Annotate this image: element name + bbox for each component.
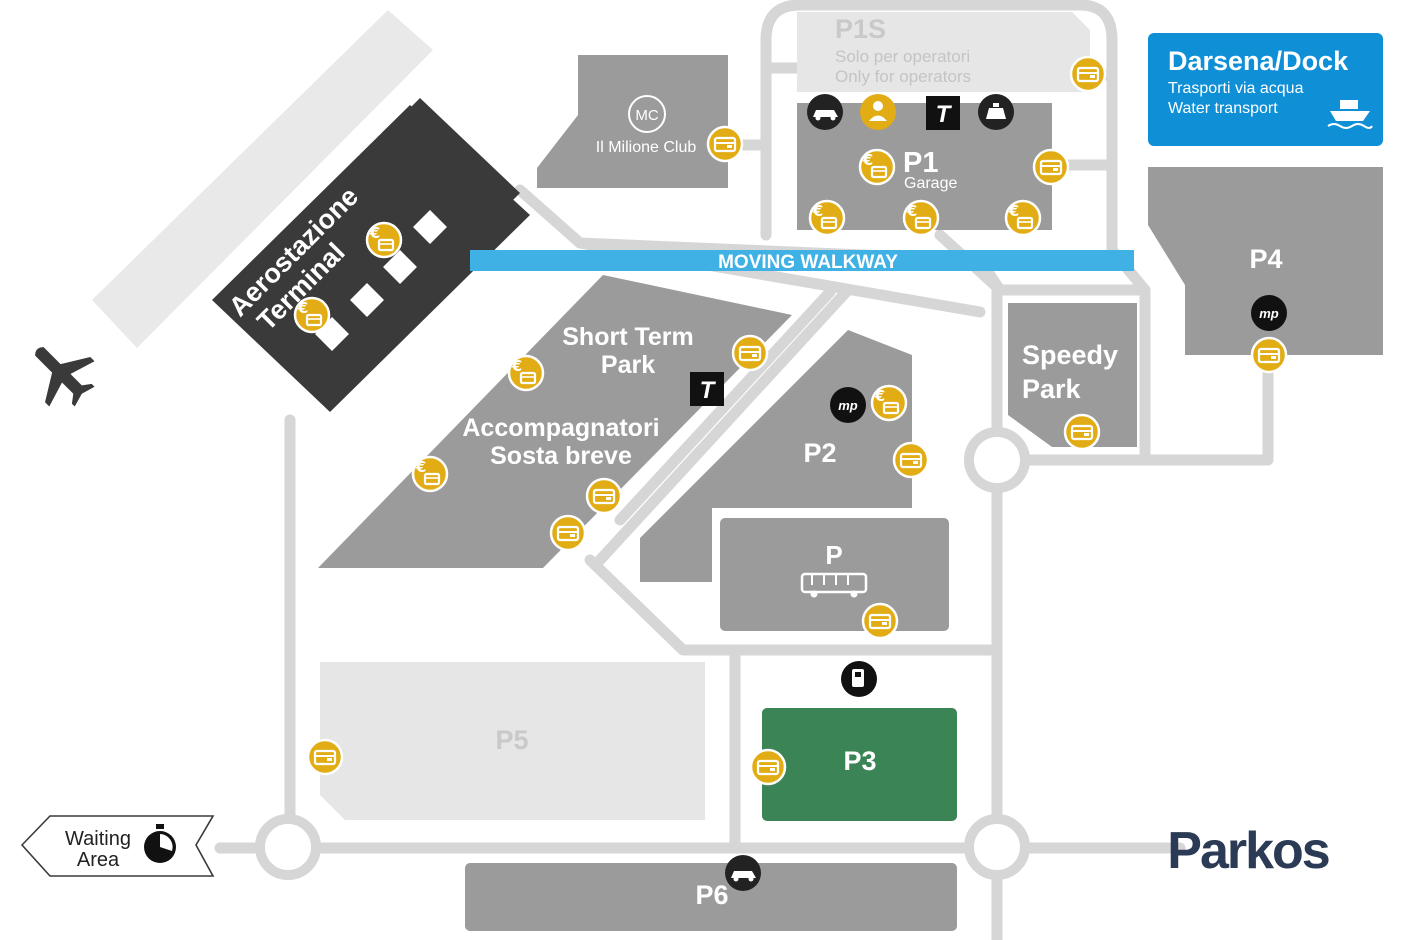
p1-sub: Garage: [904, 175, 957, 192]
taxi-icon: T: [926, 96, 960, 130]
p1s-lot[interactable]: P1S Solo per operatori Only for operator…: [797, 12, 1090, 92]
speedy-park-lot[interactable]: Speedy Park: [1008, 303, 1137, 447]
boat-icon: [1327, 100, 1373, 129]
club-logo: MC: [635, 107, 658, 124]
euro-payment-icon: [808, 199, 846, 237]
darsena-title: Darsena/Dock: [1168, 46, 1349, 76]
euro-payment-icon: [1004, 199, 1042, 237]
brand-logo: Parkos: [1167, 822, 1329, 880]
car-rental-icon: [807, 94, 843, 130]
bus-icon: [800, 572, 868, 598]
payment-card-icon: [1063, 413, 1101, 451]
short-term-line3: Accompagnatori: [462, 414, 659, 442]
short-term-line2: Park: [601, 351, 655, 379]
p-bus-lot[interactable]: P: [720, 518, 949, 631]
moving-walkway: MOVING WALKWAY: [470, 250, 1134, 273]
payment-card-icon: [749, 748, 787, 786]
p1-name: P1: [903, 147, 938, 179]
euro-payment-icon: [507, 354, 545, 392]
payment-card-icon: [861, 602, 899, 640]
p2-name: P2: [803, 438, 836, 468]
svg-text:T: T: [700, 377, 717, 404]
p-bus-name: P: [825, 540, 842, 570]
mypass-icon: mp: [830, 387, 866, 423]
payment-card-icon: [585, 477, 623, 515]
euro-payment-icon: [365, 221, 403, 259]
roundabout: [964, 814, 1030, 880]
p1s-sub-it: Solo per operatori: [835, 47, 970, 66]
short-term-line4: Sosta breve: [490, 442, 632, 470]
p6-name: P6: [695, 880, 728, 910]
darsena-sub-it: Trasporti via acqua: [1168, 80, 1304, 97]
car-rental-icon: [725, 855, 761, 891]
p6-lot[interactable]: P6: [465, 863, 957, 931]
taxi-icon: T: [690, 372, 724, 406]
euro-payment-icon: [870, 384, 908, 422]
p5-lot[interactable]: P5: [320, 662, 705, 820]
payment-card-icon: [1250, 336, 1288, 374]
payment-card-icon: [731, 334, 769, 372]
moving-walkway-label: MOVING WALKWAY: [718, 252, 898, 273]
darsena-dock-panel[interactable]: Darsena/Dock Trasporti via acqua Water t…: [1148, 33, 1383, 146]
darsena-sub-en: Water transport: [1168, 100, 1278, 117]
p1s-name: P1S: [835, 14, 886, 44]
euro-payment-icon: [858, 148, 896, 186]
fuel-icon: [841, 661, 877, 697]
p4-lot[interactable]: P4: [1148, 167, 1383, 355]
waiting-line2: Area: [77, 849, 120, 871]
svg-text:mp: mp: [1259, 306, 1279, 321]
runway: [92, 10, 433, 348]
roundabout: [255, 814, 321, 880]
euro-payment-icon: [293, 296, 331, 334]
p3-lot[interactable]: P3: [762, 708, 957, 821]
p3-name: P3: [843, 746, 876, 776]
person-icon: [860, 94, 896, 130]
svg-text:mp: mp: [838, 398, 858, 413]
svg-text:T: T: [936, 101, 953, 128]
short-term-park-lot[interactable]: Short Term Park Accompagnatori Sosta bre…: [318, 275, 792, 568]
mypass-icon: mp: [1251, 295, 1287, 331]
airplane-icon: [35, 347, 95, 407]
club-building[interactable]: MC Il Milione Club: [537, 55, 728, 188]
waiting-area-sign[interactable]: Waiting Area: [20, 815, 215, 877]
short-term-line1: Short Term: [562, 323, 694, 351]
payment-card-icon: [306, 738, 344, 776]
payment-card-icon: [892, 441, 930, 479]
waiting-line1: Waiting: [65, 828, 131, 850]
payment-card-icon: [706, 125, 744, 163]
payment-card-icon: [1032, 148, 1070, 186]
p1s-sub-en: Only for operators: [835, 67, 971, 86]
payment-card-icon: [1069, 55, 1107, 93]
euro-payment-icon: [411, 455, 449, 493]
roundabout: [964, 427, 1030, 493]
euro-payment-icon: [902, 199, 940, 237]
speedy-line2: Park: [1022, 374, 1082, 404]
p4-name: P4: [1249, 244, 1282, 274]
p5-name: P5: [495, 725, 528, 755]
car-icon: [978, 94, 1014, 130]
timer-icon: [144, 824, 176, 863]
club-name: Il Milione Club: [596, 139, 697, 156]
speedy-line1: Speedy: [1022, 340, 1118, 370]
payment-card-icon: [549, 514, 587, 552]
